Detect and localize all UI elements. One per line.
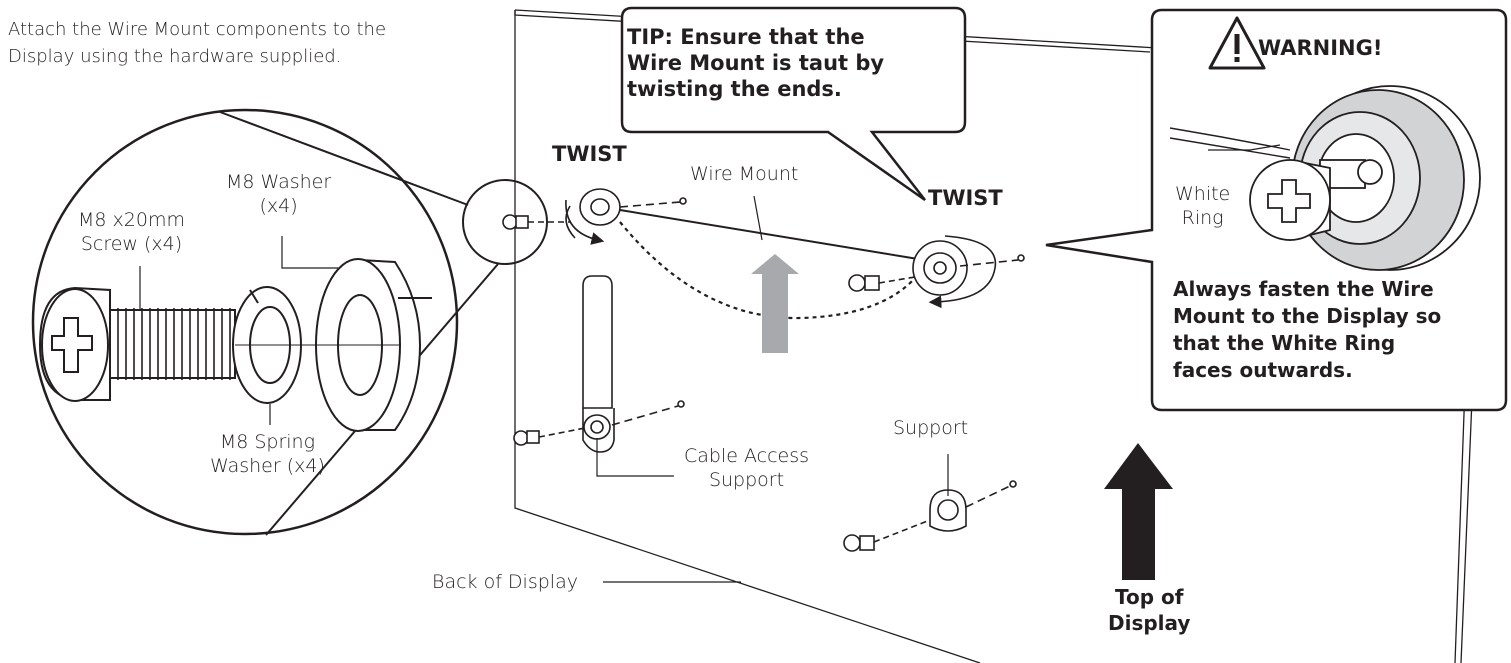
warning-line-3: that the White Ring — [1173, 331, 1396, 355]
top-of-display-line-1: Top of — [1115, 585, 1184, 609]
pull-up-arrow-light — [751, 254, 799, 353]
warning-title: WARNING! — [1258, 36, 1383, 60]
wire-mount-label: Wire Mount — [690, 163, 799, 185]
white-ring-label: White Ring — [1175, 182, 1230, 230]
intro-line-2: Display using the hardware supplied. — [8, 46, 342, 67]
right-wire-mount-end — [848, 235, 1025, 309]
m8-screw-detail — [38, 286, 236, 402]
spring-washer-label: M8 Spring Washer (x4) — [210, 430, 325, 478]
twist-label-right: TWIST — [928, 186, 1003, 210]
back-of-display-label: Back of Display — [432, 571, 578, 593]
m8-screw-label-line1: M8 x20mm — [78, 209, 185, 231]
top-left-fixing — [502, 188, 687, 245]
spring-washer-label-line1: M8 Spring — [219, 431, 316, 453]
cable-access-label-line2: Support — [708, 469, 785, 491]
white-ring-label-line1: White — [1175, 183, 1231, 205]
white-ring-detail — [1169, 85, 1481, 271]
support-bracket — [843, 454, 1017, 552]
tip-line-1: TIP: Ensure that the — [627, 25, 865, 49]
tip-line-2: Wire Mount is taut by — [627, 51, 885, 75]
warning-line-2: Mount to the Display so — [1173, 304, 1442, 328]
tip-line-3: twisting the ends. — [627, 77, 842, 101]
intro-instructions: Attach the Wire Mount components to the … — [8, 16, 386, 70]
tip-speech-bubble — [620, 6, 967, 202]
tip-text: TIP: Ensure that the Wire Mount is taut … — [627, 24, 884, 102]
warning-line-4: faces outwards. — [1173, 358, 1353, 382]
warning-text: Always fasten the Wire Mount to the Disp… — [1173, 276, 1441, 384]
top-of-display-label: Top of Display — [1108, 584, 1190, 636]
phillips-cross-icon — [51, 317, 93, 373]
m8-screw-label: M8 x20mm Screw (x4) — [78, 208, 185, 256]
warning-line-1: Always fasten the Wire — [1173, 277, 1434, 301]
top-of-display-arrow — [1104, 443, 1173, 580]
wire-mount-cable — [619, 195, 919, 320]
m8-washer-label: M8 Washer (x4) — [226, 170, 331, 218]
warning-triangle-icon — [1208, 16, 1266, 70]
cable-access-support-label: Cable Access Support — [684, 444, 809, 492]
detail-leader-lines — [139, 236, 338, 425]
support-label: Support — [893, 417, 969, 439]
m8-washer-label-line2: (x4) — [259, 195, 298, 217]
cable-access-support — [513, 275, 685, 477]
top-of-display-line-2: Display — [1108, 611, 1191, 635]
phillips-screw-icon — [1267, 179, 1311, 223]
twist-label-left: TWIST — [552, 142, 627, 166]
spring-washer-label-line2: Washer (x4) — [210, 455, 325, 477]
m8-washer-label-line1: M8 Washer — [226, 171, 332, 193]
intro-line-1: Attach the Wire Mount components to the — [8, 19, 387, 40]
cable-access-label-line1: Cable Access — [684, 445, 810, 467]
m8-screw-label-line2: Screw (x4) — [80, 233, 183, 255]
white-ring-label-line2: Ring — [1181, 207, 1224, 229]
